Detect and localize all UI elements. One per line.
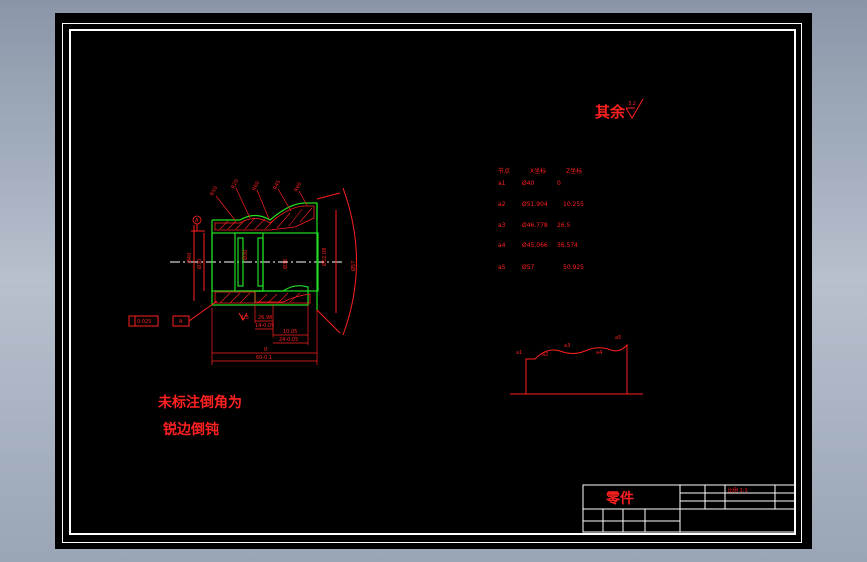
length-label: 0 bbox=[264, 347, 267, 353]
coord-row-x: Ø57 bbox=[522, 264, 535, 271]
coord-row-z: 50.925 bbox=[563, 264, 584, 271]
chamfer-symbol bbox=[238, 312, 248, 322]
roughness-label: 其余 bbox=[595, 103, 626, 121]
part-bore bbox=[211, 232, 319, 292]
r-label: R60 bbox=[251, 180, 261, 191]
coord-header-z: Z坐标 bbox=[566, 167, 582, 175]
dia-label: Ø30 bbox=[196, 259, 203, 269]
right-arc-dimension bbox=[342, 187, 357, 336]
r-label: R50 bbox=[209, 185, 219, 196]
groove-face-left bbox=[237, 237, 244, 287]
coord-row-node: a4 bbox=[498, 242, 506, 249]
coord-row-x: Ø46.778 bbox=[522, 222, 548, 229]
dia-label: Ø36 bbox=[282, 259, 289, 269]
sheet-border-outer bbox=[62, 23, 802, 543]
r-label: R20 bbox=[230, 178, 240, 189]
coord-row-z: 36.574 bbox=[557, 242, 578, 249]
tolerance-box bbox=[128, 315, 159, 327]
cad-drawing: 其余 3.2 节点 X坐标 Z坐标 a1 Ø40 0 a2 Ø51.904 10… bbox=[128, 98, 796, 533]
part-outline-top bbox=[211, 202, 318, 306]
profile-curve bbox=[525, 343, 628, 394]
coord-row-z: 26.5 bbox=[557, 222, 571, 229]
coord-row-node: a2 bbox=[498, 201, 506, 208]
part-name: 零件 bbox=[605, 490, 634, 507]
coord-row-node: a1 bbox=[498, 180, 506, 187]
chamfer-label: 1.5 bbox=[241, 315, 249, 321]
profile-sketch: a1 a2 a3 a4 a5 bbox=[510, 335, 643, 395]
dia-label: Ø30 bbox=[242, 250, 249, 260]
coord-row-node: a3 bbox=[498, 222, 506, 229]
coord-header-x: X坐标 bbox=[530, 167, 546, 175]
profile-point-label: a3 bbox=[564, 343, 570, 349]
length-label: 10.05 bbox=[283, 329, 297, 335]
coordinate-table: 节点 X坐标 Z坐标 a1 Ø40 0 a2 Ø51.904 10.255 a3… bbox=[498, 167, 584, 271]
roughness-value: 3.2 bbox=[628, 101, 636, 107]
r-label: R45 bbox=[272, 179, 282, 190]
profile-point-label: a2 bbox=[542, 352, 548, 358]
roughness-symbol bbox=[625, 98, 644, 119]
profile-point-label: a4 bbox=[596, 350, 602, 356]
drawing-sheet: 其余 3.2 节点 X坐标 Z坐标 a1 Ø40 0 a2 Ø51.904 10… bbox=[55, 13, 812, 549]
technical-notes: 未标注倒角为 锐边倒钝 bbox=[158, 394, 242, 438]
scale-label: 比例 1:1 bbox=[728, 487, 748, 494]
part-section-view: R50 R20 R60 R45 R60 Ø52.08 Ø57 Ø40 Ø30 Ø… bbox=[128, 178, 357, 365]
coord-row-x: Ø51.904 bbox=[522, 201, 548, 208]
title-block: 零件 比例 1:1 bbox=[582, 484, 796, 533]
coord-row-x: Ø45.066 bbox=[522, 242, 548, 249]
profile-point-label: a1 bbox=[516, 350, 522, 356]
datum-label: A bbox=[195, 218, 199, 224]
coord-row-z: 10.255 bbox=[563, 201, 584, 208]
hatch-top bbox=[214, 205, 315, 231]
profile-point-label: a5 bbox=[615, 335, 621, 341]
dia-label: Ø40 bbox=[186, 253, 193, 263]
coord-header-node: 节点 bbox=[498, 167, 510, 175]
datum-ref: A bbox=[179, 319, 183, 325]
coord-row-x: Ø40 bbox=[522, 180, 535, 187]
coord-row-z: 0 bbox=[557, 180, 561, 187]
note-line: 未标注倒角为 bbox=[158, 394, 242, 411]
note-line: 锐边倒钝 bbox=[163, 421, 219, 438]
dia-label: Ø52.08 bbox=[321, 248, 328, 266]
coord-row-node: a5 bbox=[498, 264, 506, 271]
groove-face-right bbox=[257, 237, 264, 287]
roughness-note: 其余 3.2 bbox=[595, 98, 644, 121]
length-label: 14-0.05 bbox=[255, 323, 274, 329]
r-label: R60 bbox=[293, 181, 303, 192]
sheet-border-inner bbox=[69, 29, 796, 535]
tolerance-value: 0.025 bbox=[137, 319, 151, 325]
length-label: 26.98 bbox=[258, 315, 272, 321]
dia-label: Ø57 bbox=[350, 261, 357, 271]
length-label: 60-0.1 bbox=[256, 355, 272, 361]
length-label: 24-0.05 bbox=[279, 337, 298, 343]
